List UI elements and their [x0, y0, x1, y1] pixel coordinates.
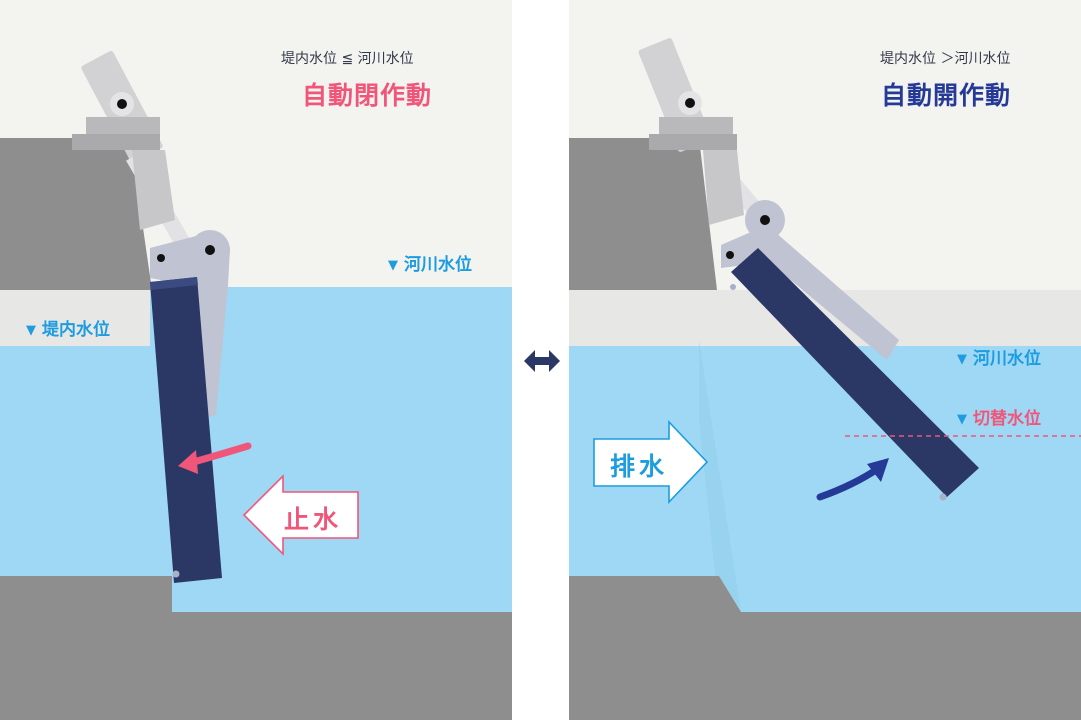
inner-level-label: ▼堤内水位 — [26, 320, 110, 340]
drainage-label: 排水 — [610, 452, 669, 481]
inner-wall-band — [0, 290, 150, 346]
hydraulic-cylinder — [72, 51, 190, 248]
closing-diagram — [0, 0, 512, 720]
opening-condition: 堤内水位 ＞河川水位 — [880, 51, 1011, 67]
close-force-arrow-head — [178, 450, 198, 474]
upper-wall — [0, 138, 152, 290]
inner-water — [0, 346, 160, 576]
level-marker-icon: ▼ — [26, 323, 36, 338]
left-right-arrow-icon — [524, 350, 560, 372]
river-level-label-right: ▼河川水位 — [957, 349, 1041, 369]
river-level-label-left: ▼河川水位 — [388, 255, 472, 275]
opening-title: 自動開作動 — [881, 81, 1012, 110]
opening-panel: 堤内水位 ＞河川水位 自動開作動 ▼河川水位 ▼切替水位 排水 — [569, 0, 1081, 720]
stop-water-arrow — [242, 474, 359, 556]
switch-level-label: ▼切替水位 — [957, 409, 1041, 429]
level-marker-icon: ▼ — [388, 258, 398, 273]
gate-leaf — [150, 277, 222, 583]
flow-shading — [699, 340, 741, 612]
closing-title: 自動閉作動 — [302, 81, 433, 110]
ground — [569, 576, 1081, 720]
closing-panel: 堤内水位 ≦ 河川水位 自動閉作動 ▼河川水位 ▼堤内水位 止水 — [0, 0, 512, 720]
level-marker-icon: ▼ — [957, 412, 967, 427]
upper-wall — [569, 138, 717, 290]
drainage-arrow — [593, 419, 709, 505]
open-force-arrow-head — [867, 458, 889, 482]
gate-leaf — [730, 248, 979, 501]
level-marker-icon: ▼ — [957, 352, 967, 367]
ground — [0, 576, 512, 720]
gate-frame — [150, 230, 230, 420]
stop-water-label: 止水 — [284, 505, 343, 534]
opening-diagram — [569, 0, 1081, 720]
closing-condition: 堤内水位 ≦ 河川水位 — [281, 51, 414, 67]
